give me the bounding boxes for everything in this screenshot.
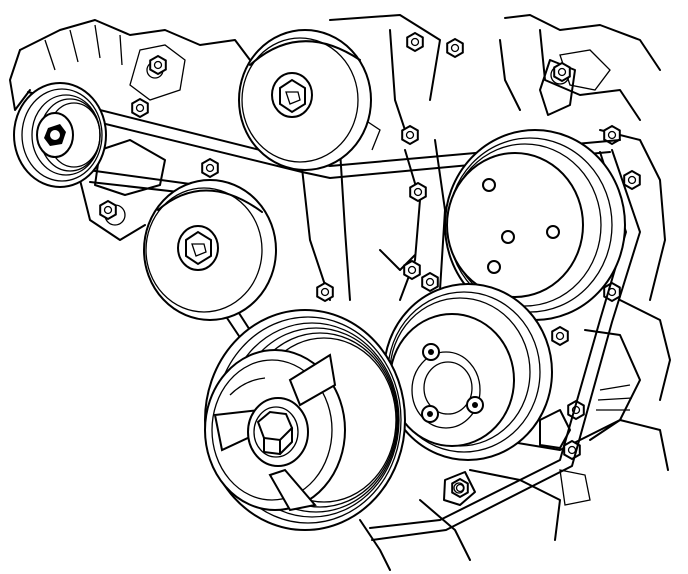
bolt-icon: [446, 37, 464, 59]
bolt-icon: [409, 181, 427, 203]
crankshaft-pulley: [204, 309, 406, 531]
bolt-icon: [403, 259, 421, 281]
bolt-icon: [201, 157, 219, 179]
bolt-icon: [623, 169, 641, 191]
bolt-icon: [99, 199, 117, 221]
bolt-icon: [131, 97, 149, 119]
bolt-icon: [603, 281, 621, 303]
bolt-icon: [316, 281, 334, 303]
bolt-icon: [421, 271, 439, 293]
bolt-icon: [551, 325, 569, 347]
bracket-detail: [443, 409, 571, 506]
idler-pulley-lower: [143, 179, 277, 321]
bolt-icon: [553, 61, 571, 83]
bolt-icon: [401, 124, 419, 146]
generator-pulley: [13, 82, 107, 188]
water-pump-pulley: [383, 283, 553, 461]
idler-pulley-upper: [238, 29, 372, 171]
bolt-icon: [406, 31, 424, 53]
fastener-group: [99, 31, 641, 499]
bolt-icon: [149, 54, 167, 76]
